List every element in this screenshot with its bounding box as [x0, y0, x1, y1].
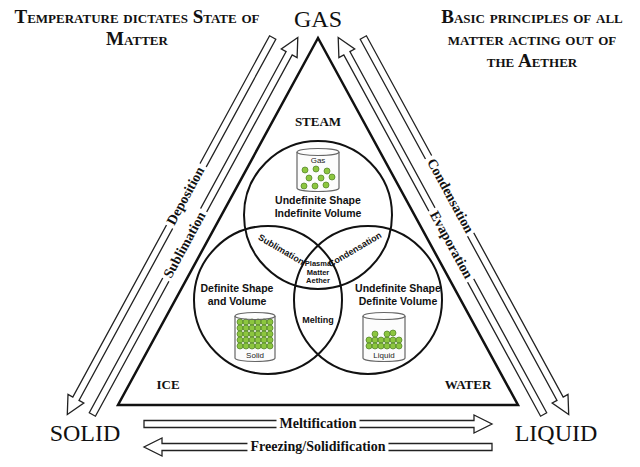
jar-body [363, 316, 405, 362]
center-label: Plasma Matter Aether [302, 260, 334, 286]
solid-jar: Solid [234, 312, 276, 362]
particle [249, 337, 255, 343]
particle [396, 337, 402, 343]
title: Temperature dictates State of Matter [6, 6, 268, 50]
particle [301, 183, 307, 189]
transition-label: Melting [302, 315, 334, 326]
node-text: ICE [143, 377, 193, 392]
particle [396, 343, 402, 349]
jar-rim [297, 149, 339, 156]
node-text: STEAM [278, 114, 358, 129]
node-text: SOLID [30, 418, 140, 448]
node-text: GAS [258, 4, 378, 34]
state-vertex-label: SOLID [30, 418, 140, 448]
transition-label: Condensation [326, 230, 383, 270]
particle [390, 343, 396, 349]
jar-body [297, 152, 339, 192]
particle [312, 183, 318, 189]
particle [390, 337, 396, 343]
particle [243, 343, 249, 349]
particle [324, 168, 330, 174]
particle [255, 337, 261, 343]
transition-arrow [144, 415, 492, 433]
particle [249, 325, 255, 331]
particle [243, 331, 249, 337]
transition-label: Sublimation [256, 232, 306, 268]
node-text: Solid [235, 351, 275, 360]
node-text: WATER [433, 377, 503, 392]
state-vertex-label: LIQUID [496, 418, 616, 448]
particle [323, 182, 329, 188]
particle [390, 330, 396, 336]
particle [329, 174, 335, 180]
particle [255, 343, 261, 349]
particle [372, 343, 378, 349]
particle [267, 325, 273, 331]
particle [366, 343, 372, 349]
particle [267, 337, 273, 343]
triangle-outline [118, 38, 518, 405]
node-text: Definite Shape and Volume [190, 282, 284, 308]
particle [255, 325, 261, 331]
particle [313, 166, 319, 172]
arrow-label: Meltification [277, 416, 360, 432]
particle [267, 319, 273, 325]
arrow-label: Freezing/Solidification [247, 439, 388, 455]
particle [318, 175, 324, 181]
jar-rim [363, 313, 405, 320]
circle-outline [244, 141, 392, 289]
node-text: Undefinite Shape Indefinite Volume [265, 194, 371, 220]
particle [255, 331, 261, 337]
transition-arrow [144, 438, 492, 456]
particle [384, 331, 390, 337]
particle [261, 337, 267, 343]
node-text: Undefinite Shape Definite Volume [350, 282, 446, 308]
particle [267, 343, 273, 349]
particle [261, 331, 267, 337]
particle [302, 167, 308, 173]
particle [306, 175, 312, 181]
particle [237, 337, 243, 343]
particle [384, 343, 390, 349]
particle [372, 331, 378, 337]
particle [237, 325, 243, 331]
particle [237, 343, 243, 349]
particle [237, 331, 243, 337]
particle [243, 337, 249, 343]
particle [237, 319, 243, 325]
node-text: Liquid [363, 351, 405, 360]
gas-jar: Gas [296, 148, 340, 192]
particle [366, 337, 372, 343]
particle [378, 337, 384, 343]
particle [243, 325, 249, 331]
particle [243, 319, 249, 325]
particle [261, 343, 267, 349]
gas-jar-outline [296, 148, 340, 192]
heading: Basic principles of all matter acting ou… [432, 6, 632, 72]
jar-body [235, 316, 275, 362]
particle [249, 343, 255, 349]
liquid-jar: Liquid [362, 312, 406, 362]
particle [372, 337, 378, 343]
jar-rim [235, 313, 275, 320]
particle [384, 337, 390, 343]
particle [378, 343, 384, 349]
particle [267, 331, 273, 337]
particle [249, 331, 255, 337]
particle [261, 325, 267, 331]
state-vertex-label: GAS [258, 4, 378, 34]
node-text: LIQUID [496, 418, 616, 448]
node-text: Gas [298, 156, 338, 165]
